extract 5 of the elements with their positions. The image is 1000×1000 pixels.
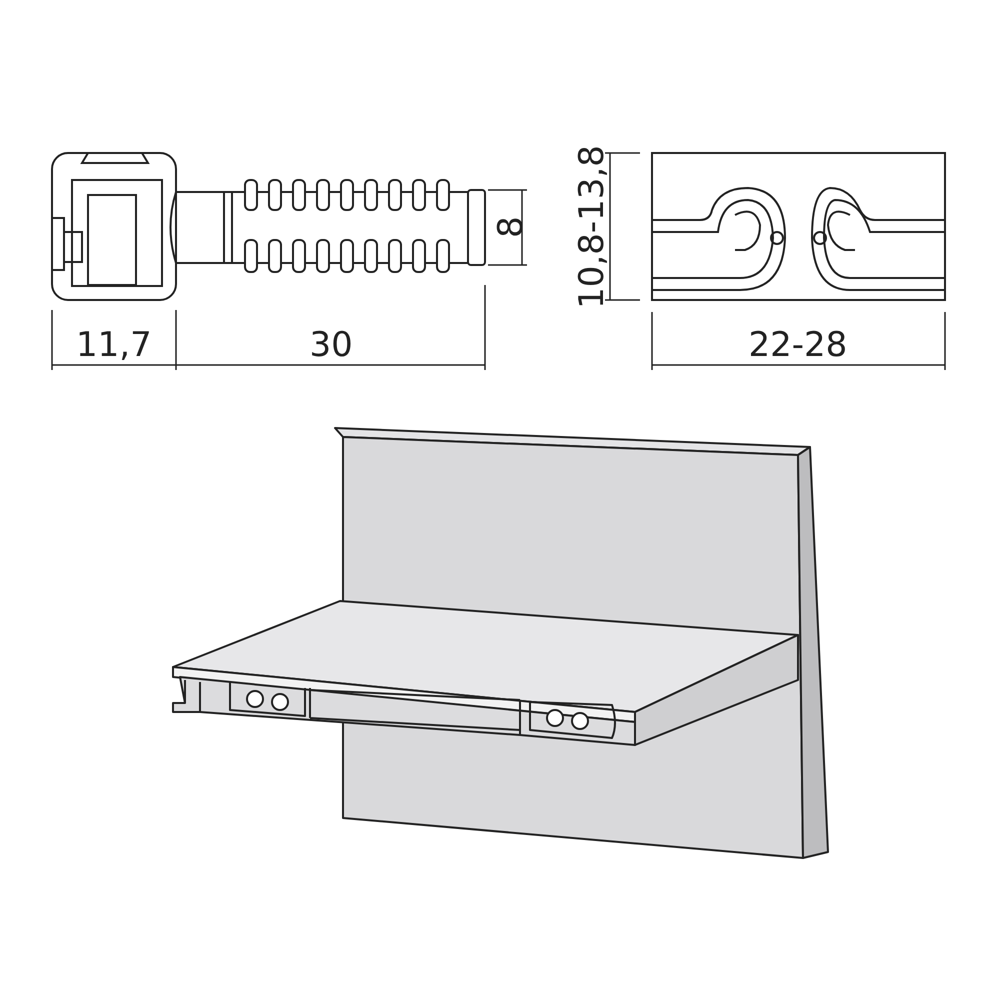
dimension-label: 30 <box>310 328 353 362</box>
dimension-label: 8 <box>494 216 528 238</box>
dimension-label: 11,7 <box>76 328 152 362</box>
dimension-label: 22-28 <box>748 328 848 362</box>
dimension-label: 10,8-13,8 <box>574 145 609 309</box>
